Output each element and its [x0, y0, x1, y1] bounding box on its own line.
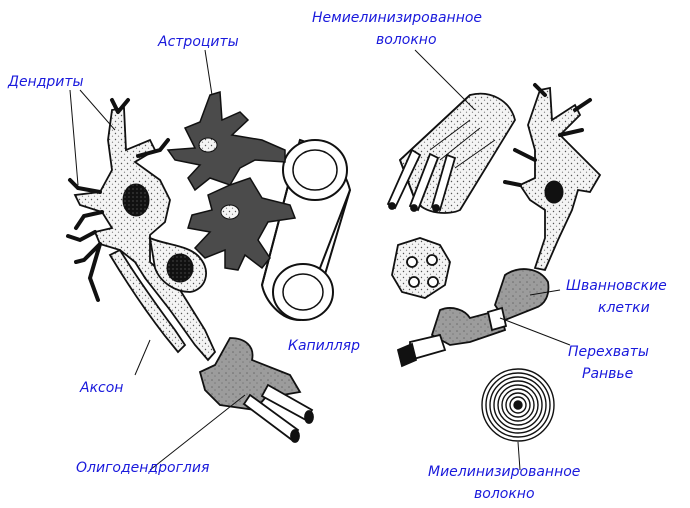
- diagram-labels: Дендриты Астроциты Немиелинизированное в…: [7, 10, 667, 502]
- label-myelinated-line2: волокно: [474, 486, 535, 502]
- label-unmyelinated-line2: волокно: [376, 32, 437, 48]
- label-astrocytes: Астроциты: [157, 34, 239, 50]
- right-neuron-nucleus: [544, 180, 564, 204]
- pointer-lines: [69, 49, 571, 471]
- unmyelinated-cross-section: [391, 237, 451, 299]
- neuron-nucleus-2: [166, 253, 194, 283]
- label-dendrites: Дендриты: [7, 74, 84, 90]
- schwann-cells: [396, 268, 550, 368]
- label-myelinated-line1: Миелинизированное: [428, 464, 580, 480]
- label-oligodendroglia: Олигодендроглия: [76, 460, 209, 476]
- label-ranvier-line2: Ранвье: [582, 366, 633, 382]
- dendrite-branches: [66, 98, 170, 302]
- unmyelinated-fiber: [386, 92, 516, 214]
- right-neuron: [518, 86, 602, 272]
- label-schwann-line2: клетки: [598, 300, 650, 316]
- label-axon: Аксон: [79, 380, 123, 396]
- capillary-vessel: [260, 138, 352, 322]
- myelinated-cross-section: [481, 368, 555, 442]
- label-ranvier-line1: Перехваты: [568, 344, 649, 360]
- astrocyte-nucleus-2: [220, 204, 240, 220]
- right-dendrite-branches: [503, 83, 592, 187]
- label-capillary: Капилляр: [288, 338, 360, 354]
- label-schwann-line1: Шванновские: [566, 278, 667, 294]
- neuron-nucleus-1: [122, 183, 150, 217]
- astrocyte-cells: [166, 91, 297, 271]
- left-neuron: [73, 106, 217, 362]
- label-unmyelinated-line1: Немиелинизированное: [312, 10, 482, 26]
- oligodendroglia-cell: [198, 337, 314, 443]
- astrocyte-nucleus-1: [198, 137, 218, 153]
